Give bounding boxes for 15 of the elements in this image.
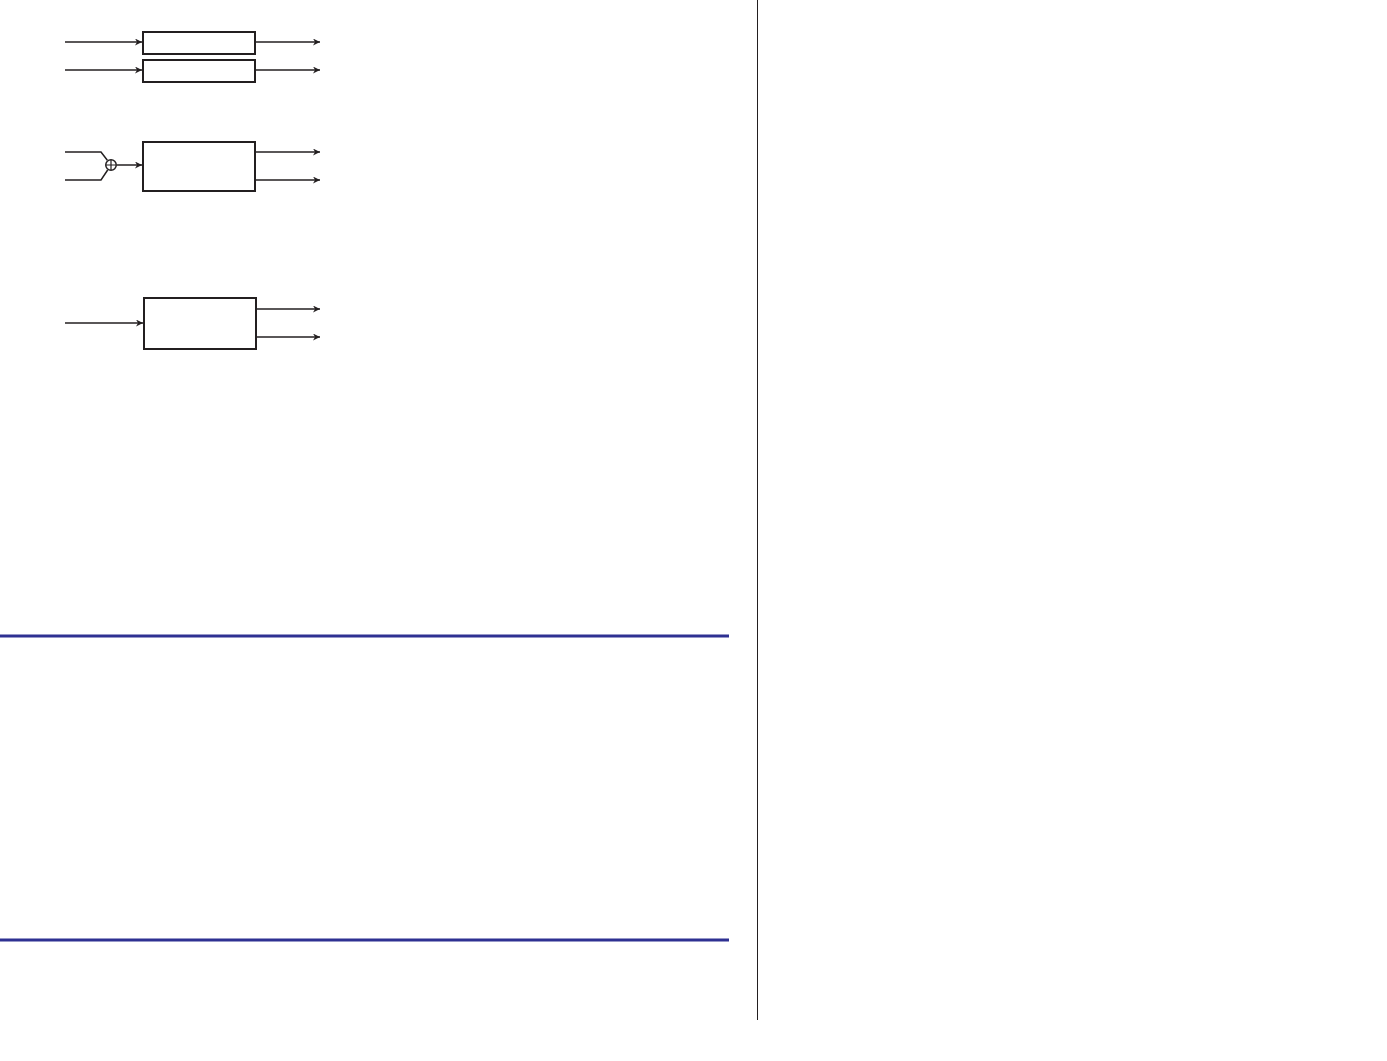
process-box (142, 59, 256, 83)
arrow (64, 66, 143, 74)
arrow (255, 66, 321, 74)
arrow (255, 148, 321, 156)
arrow (64, 38, 143, 46)
summing-junction (105, 159, 117, 171)
arrow (256, 333, 321, 341)
process-box (143, 297, 257, 350)
process-box (142, 141, 256, 192)
arrow (256, 305, 321, 313)
arrow (255, 38, 321, 46)
arrow (116, 161, 143, 169)
arrow (64, 319, 144, 327)
process-box (142, 31, 256, 55)
arrow (255, 176, 321, 184)
